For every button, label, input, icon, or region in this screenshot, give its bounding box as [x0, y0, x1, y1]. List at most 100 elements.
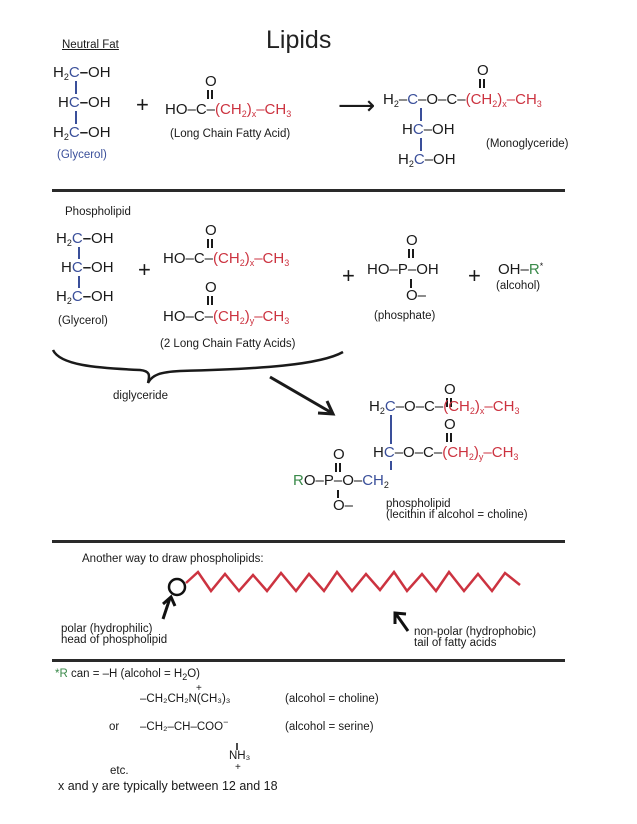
tail-label-line-1: non-polar (hydrophobic): [414, 626, 537, 638]
h-atom: H: [58, 94, 69, 111]
glycerol-backbone-bond: [78, 276, 80, 288]
phospholipid-phosphate-row: RO–P–O–CH2: [293, 472, 389, 490]
choline-formula: –CH₂CH₂N(CH₃)₃: [140, 693, 231, 705]
neutral-fat-label: Neutral Fat: [62, 39, 119, 51]
double-bond: [207, 239, 213, 248]
section-divider: [52, 659, 565, 662]
phosphate-name: (phosphate): [374, 310, 436, 322]
double-bond: [446, 398, 452, 407]
polar-head-circle: [167, 577, 187, 597]
hydroxyl-group: OH: [88, 64, 111, 81]
h-atom: H: [53, 64, 64, 81]
carbonyl-oxygen: O: [205, 279, 217, 296]
phosphate-bottom-oxygen: O–: [333, 497, 354, 514]
subscript: 2: [63, 132, 69, 142]
carbonyl-oxygen: O: [205, 222, 217, 239]
phospholipid-label: Phospholipid: [65, 206, 131, 218]
monoglyceride-row-3: H2C–OH: [398, 151, 456, 169]
serine-label: (alcohol = serine): [285, 721, 374, 733]
hydroxyl-group: OH: [88, 124, 111, 141]
phospholipid-row-2: HC–O–C–(CH2)y–CH3: [373, 444, 519, 462]
carbon-atom: C: [68, 64, 80, 81]
carbonyl-oxygen: O: [444, 381, 456, 398]
phosphate-formula: HO–P–OH: [367, 261, 439, 278]
glycerol-backbone-bond: [75, 81, 77, 94]
diglyceride-brace: [51, 349, 344, 384]
page-title: Lipids: [266, 26, 332, 54]
methylene-chain: (CH2)x–CH3: [215, 101, 292, 119]
glycerol-row-1: H2C–OH: [53, 64, 111, 82]
alcohol-name: (alcohol): [496, 280, 541, 292]
fatty-acid-name: (Long Chain Fatty Acid): [170, 128, 291, 140]
carbon-atom: C: [68, 124, 80, 141]
phosphate-top-oxygen: O: [406, 232, 418, 249]
diglyceride-label: diglyceride: [113, 390, 168, 402]
glycerol-row-2: HC–OH: [61, 259, 114, 276]
plus-sign: +: [136, 92, 149, 117]
alt-drawing-heading: Another way to draw phospholipids:: [82, 553, 264, 565]
glycerol-row-1: H2C–OH: [56, 230, 114, 248]
plus-sign: +: [342, 263, 355, 288]
hydrophobic-tail-zigzag: [185, 569, 521, 594]
carbonyl-oxygen: O: [205, 73, 217, 90]
glycerol-name: (Glycerol): [57, 149, 107, 161]
reaction-arrow: ⟶: [338, 90, 376, 120]
subscript: 2: [63, 72, 69, 82]
phospholipid-name: phospholipid: [386, 498, 451, 510]
r-group: *R: [55, 668, 68, 680]
double-bond: [446, 433, 452, 442]
glycerol-backbone-bond: [420, 108, 422, 121]
hydroxyl-group: OH: [88, 94, 111, 111]
double-bond: [408, 249, 414, 258]
phospholipid-row-1: H2C–O–C–(CH2)x–CH3: [369, 398, 520, 416]
double-bond: [335, 463, 341, 472]
monoglyceride-row-1: H2–C–O–C–(CH2)x–CH3: [383, 91, 542, 109]
glycerol-name: (Glycerol): [58, 315, 108, 327]
section-divider: [52, 540, 565, 543]
r-group-note: *R can = –H (alcohol = H2O): [55, 668, 200, 682]
xy-range-note: x and y are typically between 12 and 18: [58, 779, 278, 793]
serine-amine-charge: +: [235, 762, 241, 773]
fatty-acid-x: HO–C–(CH2)x–CH3: [163, 250, 290, 268]
single-bond: [337, 490, 339, 498]
tail-label-line-2: tail of fatty acids: [414, 637, 497, 649]
double-bond: [207, 296, 213, 305]
carbonyl-oxygen: O: [477, 62, 489, 79]
glycerol-row-3: H2C–OH: [53, 124, 111, 142]
reaction-arrow-down: [269, 375, 336, 416]
phospholipid-name-note: (lecithin if alcohol = choline): [386, 509, 528, 521]
glycerol-row-3: H2C–OH: [56, 288, 114, 306]
glycerol-backbone-bond: [390, 415, 392, 444]
fatty-acids-name: (2 Long Chain Fatty Acids): [160, 338, 296, 350]
r-group: R: [528, 261, 540, 278]
phosphate-top-oxygen: O: [333, 446, 345, 463]
glycerol-backbone-bond: [78, 247, 80, 259]
plus-sign: +: [138, 257, 151, 282]
monoglyceride-row-2: HC–OH: [402, 121, 455, 138]
etc-label: etc.: [110, 765, 129, 777]
carbon-atom: C: [68, 94, 80, 111]
head-arrow: [161, 594, 177, 620]
plus-sign: +: [468, 263, 481, 288]
or-label: or: [109, 721, 120, 733]
serine-formula: –CH₂–CH–COO−: [140, 717, 229, 734]
glycerol-backbone-bond: [75, 111, 77, 124]
h-atom: H: [53, 124, 64, 141]
glycerol-backbone-bond: [390, 461, 392, 470]
choline-charge: +: [196, 683, 202, 694]
fatty-acid-y: HO–C–(CH2)y–CH3: [163, 308, 290, 326]
glycerol-row-2: HC–OH: [58, 94, 111, 111]
r-group: R: [293, 472, 304, 489]
acid-head: HO–C–: [165, 101, 216, 118]
section-divider: [52, 189, 565, 192]
monoglyceride-name: (Monoglyceride): [486, 138, 569, 150]
head-label-line-1: polar (hydrophilic): [61, 623, 153, 635]
glycerol-backbone-bond: [420, 138, 422, 151]
fatty-acid-formula: HO–C–(CH2)x–CH3: [165, 101, 292, 119]
alcohol-formula: OH–R*: [498, 261, 544, 278]
tail-arrow: [393, 611, 410, 632]
phosphate-bottom-oxygen: O–: [406, 287, 427, 304]
double-bond: [207, 90, 213, 99]
single-bond: [410, 279, 412, 288]
